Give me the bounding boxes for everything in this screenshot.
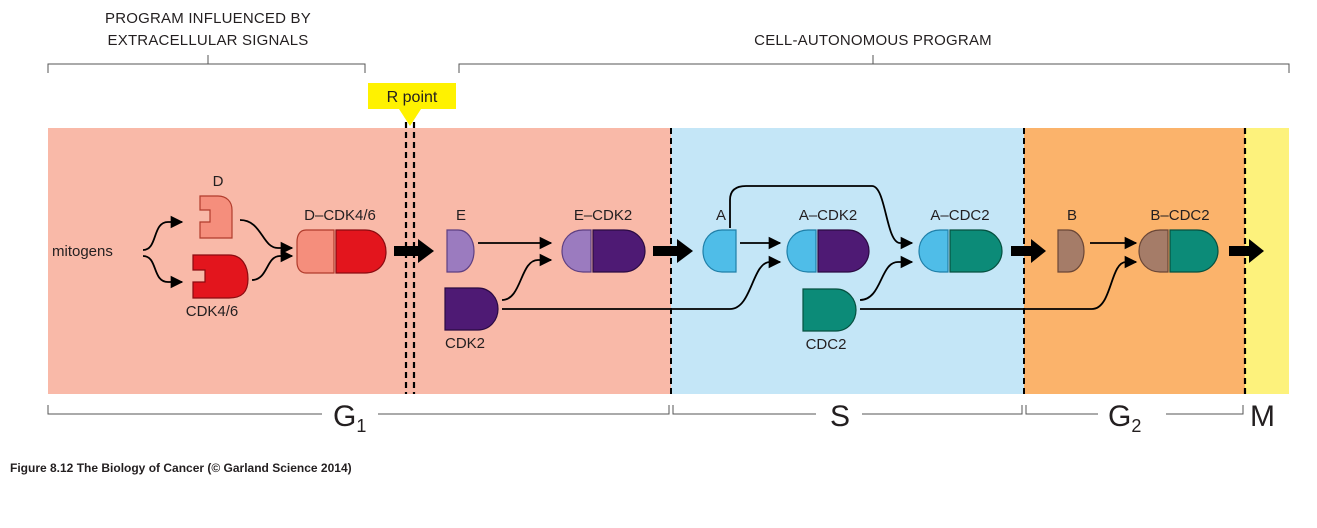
b-cdc2-complex — [1138, 229, 1219, 273]
phase-m-label: M — [1250, 400, 1275, 433]
label-cyclin-a: A — [716, 207, 726, 224]
bracket-cell-autonomous — [458, 55, 1290, 73]
cdc2-shape — [802, 288, 857, 332]
e-cdk2-complex — [561, 229, 646, 273]
label-d-cdk46: D–CDK4/6 — [304, 207, 376, 224]
a-cdk2-complex — [786, 229, 870, 273]
label-e-cdk2: E–CDK2 — [574, 207, 632, 224]
cdk2-shape — [444, 287, 499, 331]
label-cdc2: CDC2 — [806, 336, 847, 353]
d-cdk46-complex — [296, 229, 387, 274]
cyclin-e-shape — [446, 229, 475, 273]
cdc2-to-bcdc2-line — [860, 255, 1138, 310]
mitogens-to-d-arrow — [142, 215, 184, 251]
cyclin-d-shape — [199, 195, 233, 239]
a-to-acdc2-arrow — [729, 185, 914, 250]
progression-arrow-3 — [1011, 239, 1046, 263]
progression-arrow-2 — [653, 239, 693, 263]
r-point-label: R point — [387, 89, 438, 106]
d-to-complex-arrow — [239, 219, 294, 255]
a-cdc2-complex — [918, 229, 1003, 273]
cdk2-to-acdk2-line — [502, 255, 782, 310]
cdk46-shape — [192, 254, 249, 299]
m-band — [1245, 128, 1289, 394]
bracket-extracellular — [47, 55, 366, 73]
phase-g1-label: G1 — [333, 400, 366, 436]
cyclin-a-shape — [702, 229, 737, 273]
label-b-cdc2: B–CDC2 — [1150, 207, 1209, 224]
label-a-cdc2: A–CDC2 — [930, 207, 989, 224]
mitogens-label: mitogens — [52, 243, 113, 260]
cdk46-to-complex-arrow — [251, 249, 294, 281]
label-cdk46: CDK4/6 — [186, 303, 239, 320]
header-left-line1: PROGRAM INFLUENCED BY — [105, 10, 311, 27]
figure-caption: Figure 8.12 The Biology of Cancer (© Gar… — [10, 461, 352, 475]
cyclin-b-shape — [1057, 229, 1085, 273]
cdc2-to-acdc2-arrow — [859, 255, 914, 301]
phase-brackets — [47, 405, 1244, 415]
label-cdk2: CDK2 — [445, 335, 485, 352]
header-right: CELL-AUTONOMOUS PROGRAM — [754, 32, 992, 49]
header-left-line2: EXTRACELLULAR SIGNALS — [108, 32, 309, 49]
progression-arrow-4 — [1229, 239, 1264, 263]
progression-arrow-1 — [394, 239, 434, 263]
label-cyclin-d: D — [213, 173, 224, 190]
label-cyclin-e: E — [456, 207, 466, 224]
label-cyclin-b: B — [1067, 207, 1077, 224]
label-a-cdk2: A–CDK2 — [799, 207, 857, 224]
r-point-callout: R point — [368, 83, 456, 126]
phase-g2-label: G2 — [1108, 400, 1141, 436]
phase-s-label: S — [830, 400, 850, 433]
cdk2-to-ecdk2-arrow — [501, 253, 553, 301]
mitogens-to-cdk46-arrow — [142, 255, 184, 289]
